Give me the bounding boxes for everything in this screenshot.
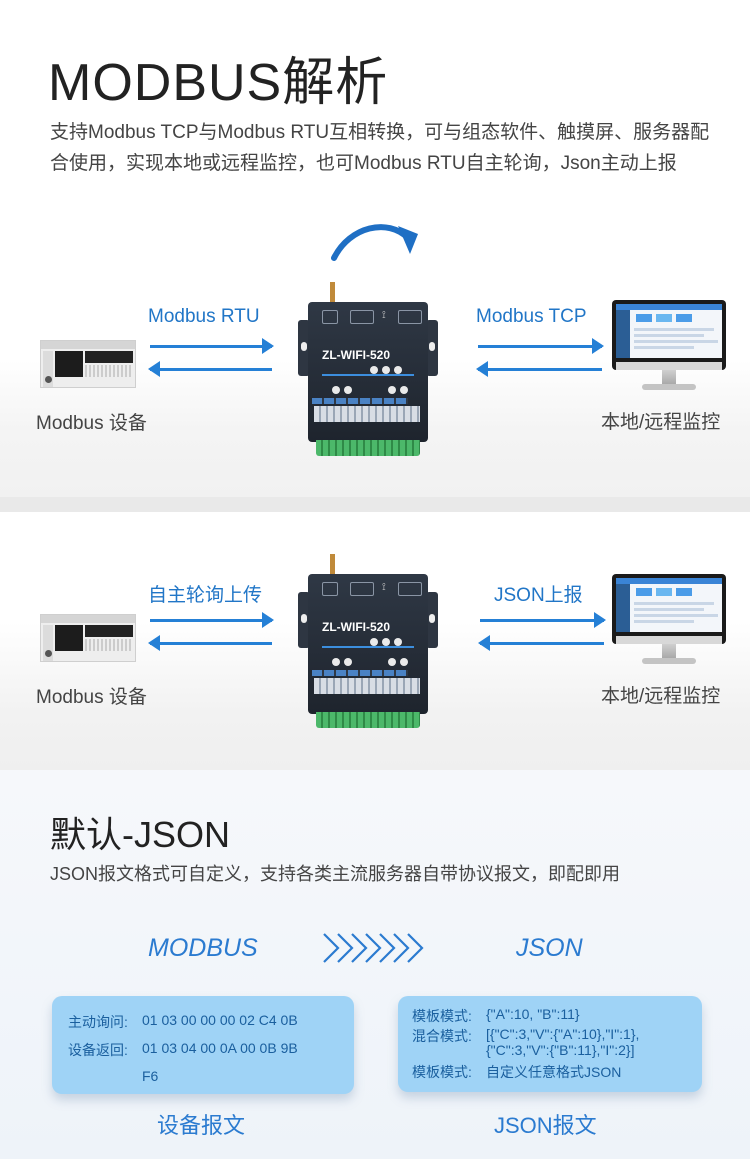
right-arrow-icon xyxy=(150,338,274,354)
tcp-arrow-label: Modbus TCP xyxy=(476,306,587,327)
router-name: ZL-WIFI-520 xyxy=(322,620,390,634)
left-arrow-icon xyxy=(476,361,602,377)
monitor-image xyxy=(612,300,726,392)
json-label: JSON xyxy=(516,934,583,962)
json-report-arrow-label: JSON上报 xyxy=(494,585,583,606)
chevrons-right-icon xyxy=(323,933,424,963)
modbus-section: MODBUS解析 支持Modbus TCP与Modbus RTU互相转换，可与组… xyxy=(0,0,750,497)
left-arrow-icon xyxy=(148,361,272,377)
section-divider xyxy=(0,497,750,512)
right-arrow-icon xyxy=(480,612,606,628)
modbus-device-label: Modbus 设备 xyxy=(36,413,147,434)
reply-label: 设备返回: xyxy=(68,1042,128,1058)
router-device-image: ⟟ ZL-WIFI-520 xyxy=(298,282,438,458)
router-device-image: ⟟ ZL-WIFI-520 xyxy=(298,554,438,730)
monitor-label: 本地/远程监控 xyxy=(601,686,721,707)
json-section-title: 默认-JSON xyxy=(50,814,231,855)
json-message-caption: JSON报文 xyxy=(494,1113,597,1138)
mixed-mode-value: [{"C":3,"V":{"A":10},"I":1}, xyxy=(486,1026,640,1042)
polling-section: 自主轮询上传 JSON上报 Modbus 设备 ⟟ ZL-WIFI-520 xyxy=(0,512,750,770)
custom-mode-value: 自定义任意格式JSON xyxy=(486,1064,622,1080)
rtu-arrow-label: Modbus RTU xyxy=(148,306,260,327)
template-mode-value: {"A":10, "B":11} xyxy=(486,1006,580,1022)
router-name: ZL-WIFI-520 xyxy=(322,348,390,362)
monitor-label: 本地/远程监控 xyxy=(601,412,721,433)
query-value: 01 03 00 00 00 02 C4 0B xyxy=(142,1012,298,1028)
mixed-mode-value-cont: {"C":3,"V":{"B":11},"I":2}] xyxy=(486,1042,635,1058)
right-arrow-icon xyxy=(150,612,274,628)
plc-device-image xyxy=(40,614,136,662)
left-arrow-icon xyxy=(148,635,272,651)
mixed-mode-label: 混合模式: xyxy=(412,1028,472,1044)
polling-arrow-label: 自主轮询上传 xyxy=(148,585,263,606)
monitor-image xyxy=(612,574,726,666)
json-section xyxy=(0,770,750,1159)
reply-value-cont: F6 xyxy=(142,1068,159,1084)
query-label: 主动询问: xyxy=(68,1014,128,1030)
custom-mode-label: 模板模式: xyxy=(412,1064,472,1080)
page-title: MODBUS解析 xyxy=(48,54,389,112)
modbus-device-label: Modbus 设备 xyxy=(36,687,147,708)
json-message-card: 模板模式: {"A":10, "B":11} 混合模式: [{"C":3,"V"… xyxy=(398,996,702,1092)
plc-device-image xyxy=(40,340,136,388)
curved-arrow-icon xyxy=(331,224,418,261)
template-mode-label: 模板模式: xyxy=(412,1008,472,1024)
page-description: 支持Modbus TCP与Modbus RTU互相转换，可与组态软件、触摸屏、服… xyxy=(50,122,710,174)
right-arrow-icon xyxy=(478,338,604,354)
device-message-card: 主动询问: 01 03 00 00 00 02 C4 0B 设备返回: 01 0… xyxy=(52,996,354,1094)
device-message-caption: 设备报文 xyxy=(157,1113,246,1138)
reply-value: 01 03 04 00 0A 00 0B 9B xyxy=(142,1040,298,1056)
json-section-description: JSON报文格式可自定义，支持各类主流服务器自带协议报文，即配即用 xyxy=(50,864,621,884)
modbus-label: MODBUS xyxy=(148,934,258,962)
left-arrow-icon xyxy=(478,635,604,651)
